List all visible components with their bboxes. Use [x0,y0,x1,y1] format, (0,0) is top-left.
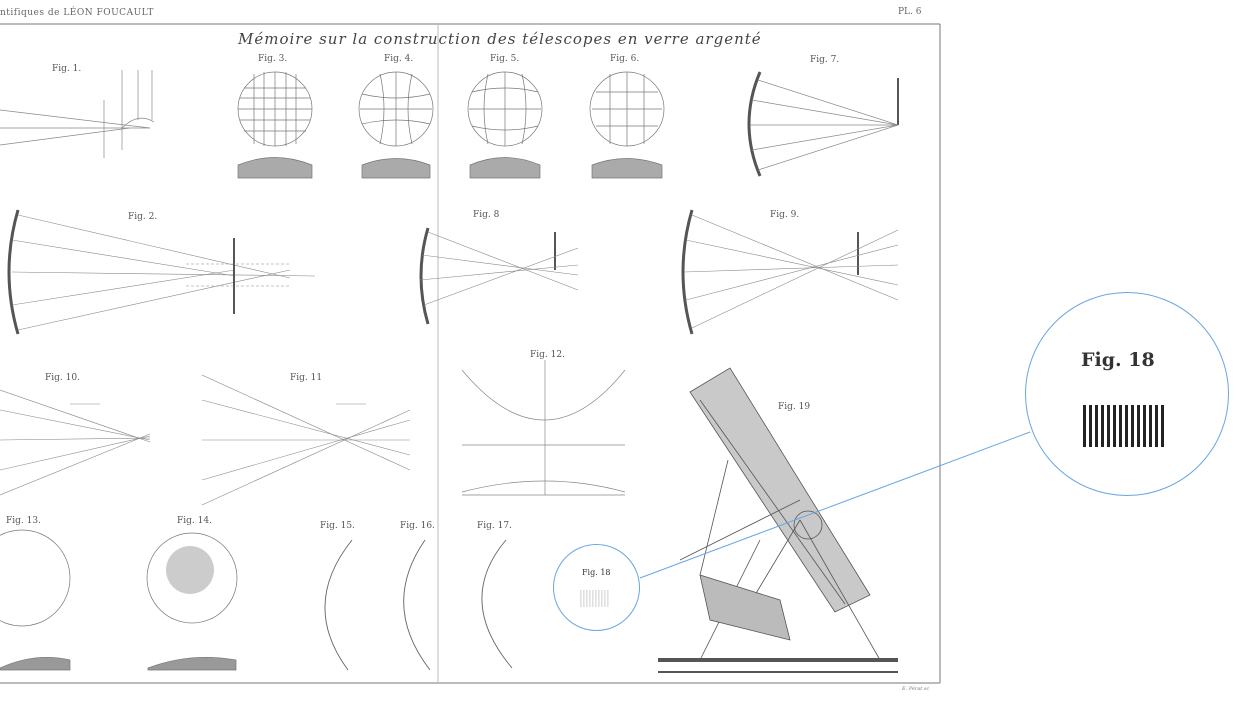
fig-1-label: Fig. 1. [52,64,82,74]
fig-9-label: Fig. 9. [770,210,800,220]
fig-4-label: Fig. 4. [384,54,414,64]
fig-8-label: Fig. 8 [473,210,500,220]
fig-5-grid [467,71,543,179]
fig-5-label: Fig. 5. [490,54,520,64]
fig-7-label: Fig. 7. [810,55,840,65]
plate-frame [0,23,941,684]
fig-6-label: Fig. 6. [610,54,640,64]
fig-9-mirror [681,209,899,335]
zoom-fig-18-bars [1083,405,1164,447]
fig-19-telescope [658,367,898,673]
fig-14-disc [146,532,238,671]
plate-number: PL. 6 [898,7,922,17]
fig-15-17-curves [324,539,513,671]
fig-10-rays [0,389,151,496]
fig-7-mirror [747,71,899,177]
fig-12-curve [461,360,626,496]
fig-8-mirror [419,227,579,325]
fig-2-mirror [7,209,316,335]
fig-17-label: Fig. 17. [477,521,512,531]
fig-1-drawing [0,70,155,158]
zoom-leader-line [639,431,1031,579]
fig-19-label: Fig. 19 [778,402,811,412]
fig-18-highlight-circle[interactable] [553,544,640,631]
plate-header-left: ntifiques de LÉON FOUCAULT [0,8,154,18]
fig-13-disc [0,529,71,671]
zoom-fig-18-label: Fig. 18 [1081,349,1155,371]
fig-2-label: Fig. 2. [128,212,158,222]
fig-13-label: Fig. 13. [6,516,41,526]
fig-11-rays [201,374,411,506]
plate-title: Mémoire sur la construction des télescop… [238,30,762,48]
fig-18-label: Fig. 18 [582,568,611,577]
fig-12-label: Fig. 12. [530,350,565,360]
fig-10-label: Fig. 10. [45,373,80,383]
fig-11-label: Fig. 11 [290,373,323,383]
fig-15-label: Fig. 15. [320,521,355,531]
fig-14-label: Fig. 14. [177,516,212,526]
fig-4-grid [358,71,434,179]
fig-16-label: Fig. 16. [400,521,435,531]
engraver-signature: E. Pérat sc [902,686,930,692]
fig-3-label: Fig. 3. [258,54,288,64]
fig-6-grid [589,71,665,179]
zoom-magnifier-circle [1025,292,1229,496]
fig-3-grid [237,71,313,179]
